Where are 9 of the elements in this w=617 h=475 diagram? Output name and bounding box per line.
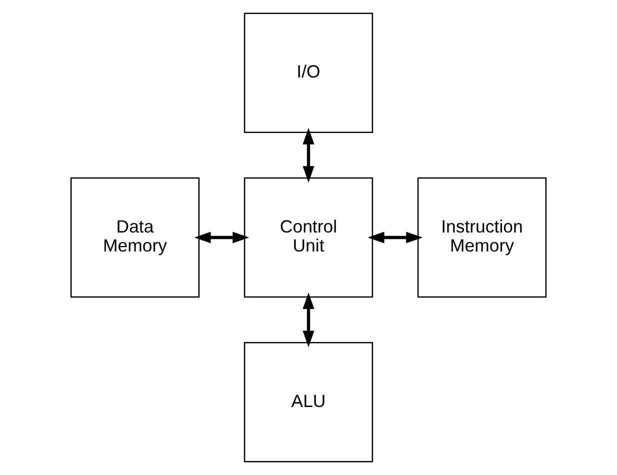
node-box: Instruction Memory [417,177,547,298]
arrow [302,128,314,183]
node-box: I/O [244,12,374,134]
node-box: Control Unit [244,177,374,298]
node-box: ALU [244,342,374,462]
node-box: Data Memory [70,177,200,298]
arrow [302,292,314,348]
arrow [368,232,423,244]
arrow [194,232,250,244]
